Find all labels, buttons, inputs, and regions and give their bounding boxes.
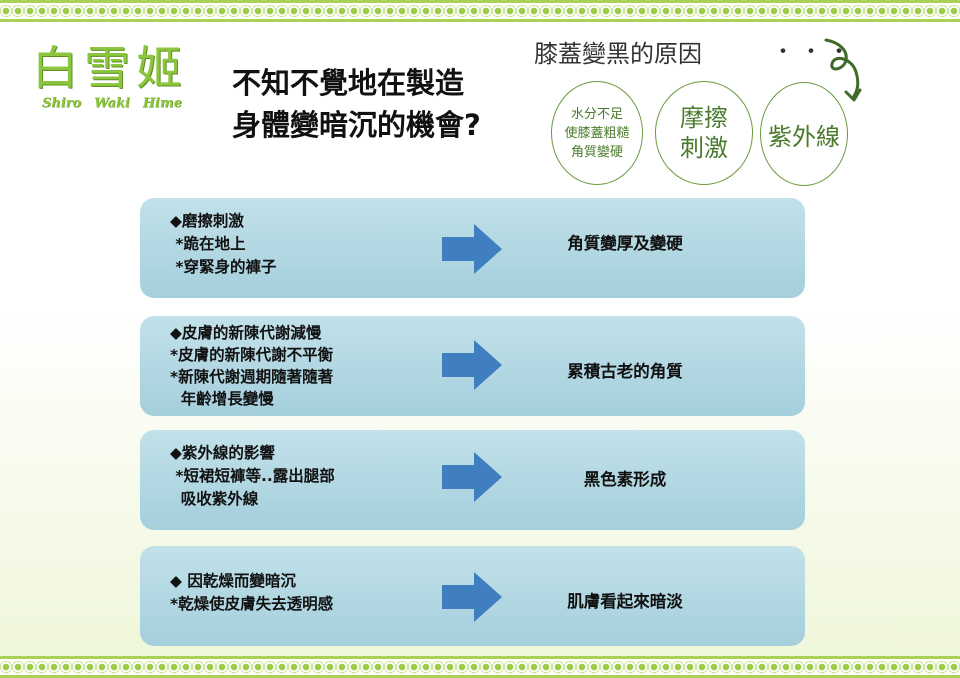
cause-circle-dryness: 水分不足 使膝蓋粗糙 角質變硬 [551,81,643,185]
circle-1-line-3: 角質變硬 [570,144,623,160]
logo-title: 白雪姬 [32,41,188,95]
cause-circle-friction: 摩擦 刺激 [655,81,753,185]
effect-text-2: 累積古老的角質 [567,362,683,381]
page-headline: 不知不覺地在製造 身體變暗沉的機會? [232,62,481,146]
logo-sub-1: Shiro [42,96,82,111]
cause-line: *穿緊身的褲子 [170,258,277,276]
cause-text-4: ◆ 因乾燥而變暗沉 *乾燥使皮膚失去透明感 [170,570,333,616]
cause-effect-row-2: ◆皮膚的新陳代謝減慢*皮膚的新陳代謝不平衡*新陳代謝週期隨著隨著 年齡增長變慢 … [140,316,805,416]
logo-sub-3: Hime [142,96,182,111]
lace-border-top [0,0,960,22]
circle-1-line-1: 水分不足 [570,106,623,122]
cause-line: *跪在地上 [170,235,246,253]
circle-1-line-2: 使膝蓋粗糙 [564,125,630,141]
curved-arrow-icon [824,38,862,102]
cause-line: ◆紫外線的影響 [170,444,275,462]
cause-line: 年齡增長變慢 [170,390,274,408]
logo-sub-2: Waki [94,96,130,111]
brand-logo: 白雪姬 Shiro Waki Hime [32,40,202,111]
cause-line: ◆ 因乾燥而變暗沉 [170,572,296,590]
cause-circle-uv: 紫外線 [760,82,848,186]
circle-2-line-2: 刺激 [680,134,728,162]
cause-line: *皮膚的新陳代謝不平衡 [170,346,334,364]
cause-effect-row-3: ◆紫外線的影響 *短裙短褲等..露出腿部 吸收紫外線 黑色素形成 [140,430,805,530]
cause-line: *乾燥使皮膚失去透明感 [170,595,334,613]
cause-line: 吸收紫外線 [170,490,259,508]
logo-subtitle: Shiro Waki Hime [42,96,182,111]
effect-text-4: 肌膚看起來暗淡 [567,592,683,611]
cause-line: *新陳代謝週期隨著隨著 [170,368,334,386]
cause-effect-row-1: ◆磨擦刺激 *跪在地上 *穿緊身的褲子 角質變厚及變硬 [140,198,805,298]
headline-line-2: 身體變暗沉的機會? [232,108,481,142]
cause-line: ◆皮膚的新陳代謝減慢 [170,324,322,342]
effect-text-3: 黑色素形成 [583,470,667,489]
cause-text-3: ◆紫外線的影響 *短裙短褲等..露出腿部 吸收紫外線 [170,442,335,511]
cause-effect-row-4: ◆ 因乾燥而變暗沉 *乾燥使皮膚失去透明感 肌膚看起來暗淡 [140,546,805,646]
cause-text-2: ◆皮膚的新陳代謝減慢 *皮膚的新陳代謝不平衡 *新陳代謝週期隨著隨著 年齡增長變慢 [170,322,333,410]
cause-line: *短裙短褲等..露出腿部 [170,467,335,485]
lace-border-bottom [0,656,960,678]
effect-text-1: 角質變厚及變硬 [567,234,683,253]
right-arrow-icon [442,572,502,622]
circle-3-line-1: 紫外線 [768,122,840,151]
headline-line-1: 不知不覺地在製造 [232,66,465,100]
cause-text-1: ◆磨擦刺激 *跪在地上 *穿緊身的褲子 [170,210,277,279]
right-arrow-icon [442,340,502,390]
cause-line: ◆磨擦刺激 [170,212,244,230]
right-arrow-icon [442,452,502,502]
right-arrow-icon [442,224,502,274]
causes-title: 膝蓋變黑的原因 [534,40,702,68]
circle-2-line-1: 摩擦 [680,104,728,132]
